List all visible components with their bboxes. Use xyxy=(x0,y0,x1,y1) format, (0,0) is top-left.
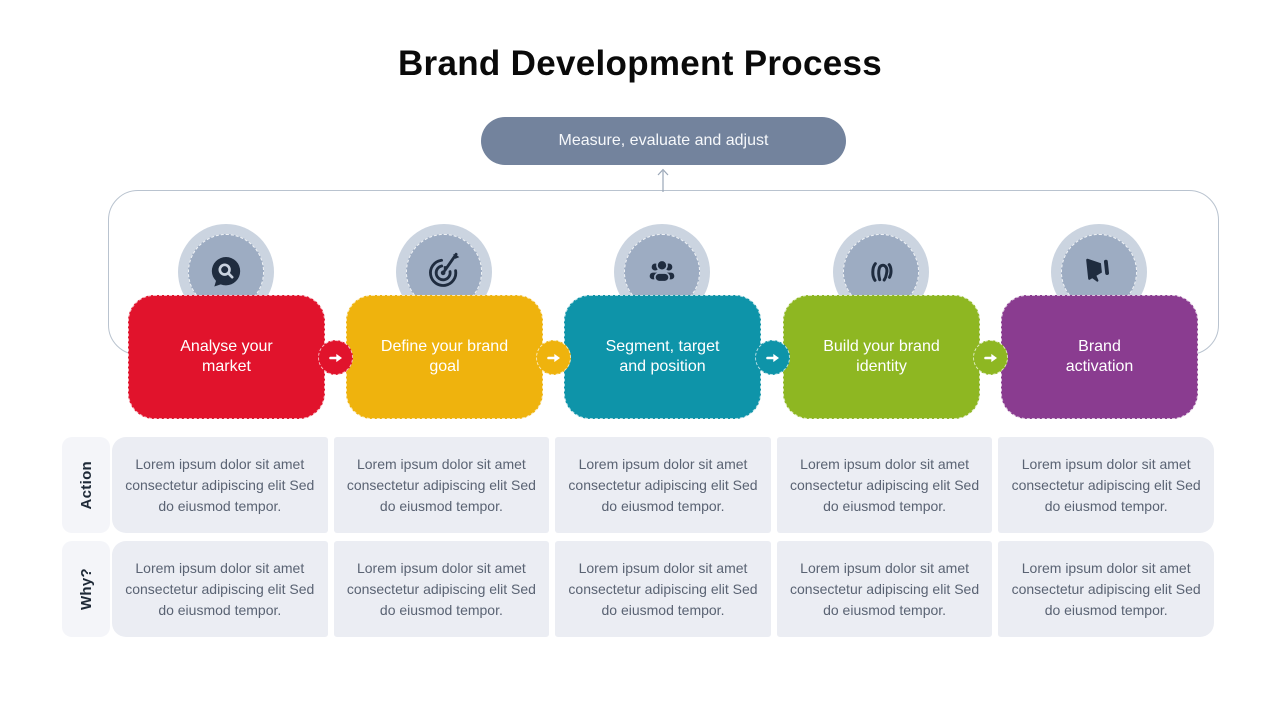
step-segment-target-position: Segment, target and position xyxy=(564,224,761,420)
step-label: Brand activation xyxy=(1065,338,1134,375)
right-arrow-icon xyxy=(983,353,997,362)
why-row-label-box: Why? xyxy=(62,541,110,637)
action-cell-5: Lorem ipsum dolor sit amet consectetur a… xyxy=(998,437,1214,533)
step-define-goal: Define your brand goal xyxy=(346,224,543,420)
right-arrow-icon xyxy=(765,353,779,362)
cell-text: Lorem ipsum dolor sit amet consectetur a… xyxy=(346,559,536,618)
action-row-cells: Lorem ipsum dolor sit amet consectetur a… xyxy=(112,437,1214,533)
why-row-label: Why? xyxy=(77,567,95,611)
up-arrow-connector xyxy=(657,168,669,192)
step-label: Build your brand identity xyxy=(823,338,940,375)
cell-text: Lorem ipsum dolor sit amet consectetur a… xyxy=(568,559,758,618)
fingerprint-icon xyxy=(871,262,893,282)
cell-text: Lorem ipsum dolor sit amet consectetur a… xyxy=(1011,559,1201,618)
step-box: Brand activation xyxy=(1001,295,1198,419)
flow-arrow-4 xyxy=(973,340,1008,375)
page-title: Brand Development Process xyxy=(397,44,883,83)
cell-text: Lorem ipsum dolor sit amet consectetur a… xyxy=(568,455,758,514)
cell-text: Lorem ipsum dolor sit amet consectetur a… xyxy=(125,455,315,514)
cell-text: Lorem ipsum dolor sit amet consectetur a… xyxy=(1011,455,1201,514)
why-cell-3: Lorem ipsum dolor sit amet consectetur a… xyxy=(555,541,771,637)
flow-arrow-1 xyxy=(318,340,353,375)
why-cell-5: Lorem ipsum dolor sit amet consectetur a… xyxy=(998,541,1214,637)
flow-arrow-2 xyxy=(536,340,571,375)
action-cell-1: Lorem ipsum dolor sit amet consectetur a… xyxy=(112,437,328,533)
step-box: Segment, target and position xyxy=(564,295,761,419)
step-analyse-market: Analyse your market xyxy=(128,224,325,420)
cell-text: Lorem ipsum dolor sit amet consectetur a… xyxy=(790,559,980,618)
right-arrow-icon xyxy=(328,353,342,362)
step-brand-activation: Brand activation xyxy=(1001,224,1198,420)
cell-text: Lorem ipsum dolor sit amet consectetur a… xyxy=(346,455,536,514)
why-row: Why? Lorem ipsum dolor sit amet consecte… xyxy=(62,541,1214,637)
target-arrow-icon xyxy=(429,252,460,287)
audience-group-icon xyxy=(649,259,675,283)
why-cell-1: Lorem ipsum dolor sit amet consectetur a… xyxy=(112,541,328,637)
action-cell-4: Lorem ipsum dolor sit amet consectetur a… xyxy=(776,437,993,533)
feedback-pill: Measure, evaluate and adjust xyxy=(481,117,846,165)
step-box: Build your brand identity xyxy=(783,295,980,419)
action-cell-3: Lorem ipsum dolor sit amet consectetur a… xyxy=(555,437,771,533)
step-box: Analyse your market xyxy=(128,295,325,419)
step-label: Segment, target and position xyxy=(605,338,720,375)
action-row-label-box: Action xyxy=(62,437,110,533)
right-arrow-icon xyxy=(546,353,560,362)
action-row: Action Lorem ipsum dolor sit amet consec… xyxy=(62,437,1214,533)
cell-text: Lorem ipsum dolor sit amet consectetur a… xyxy=(790,455,980,514)
flow-arrow-3 xyxy=(755,340,790,375)
step-box: Define your brand goal xyxy=(346,295,543,419)
why-cell-4: Lorem ipsum dolor sit amet consectetur a… xyxy=(776,541,993,637)
megaphone-icon xyxy=(1086,258,1110,282)
cell-text: Lorem ipsum dolor sit amet consectetur a… xyxy=(125,559,315,618)
action-cell-2: Lorem ipsum dolor sit amet consectetur a… xyxy=(333,437,550,533)
action-row-label: Action xyxy=(77,460,95,510)
step-label: Analyse your market xyxy=(180,338,273,375)
feedback-pill-label: Measure, evaluate and adjust xyxy=(558,132,769,149)
step-label: Define your brand goal xyxy=(380,338,509,375)
why-row-cells: Lorem ipsum dolor sit amet consectetur a… xyxy=(112,541,1214,637)
why-cell-2: Lorem ipsum dolor sit amet consectetur a… xyxy=(333,541,550,637)
step-build-identity: Build your brand identity xyxy=(783,224,980,420)
search-chat-icon xyxy=(211,257,241,287)
